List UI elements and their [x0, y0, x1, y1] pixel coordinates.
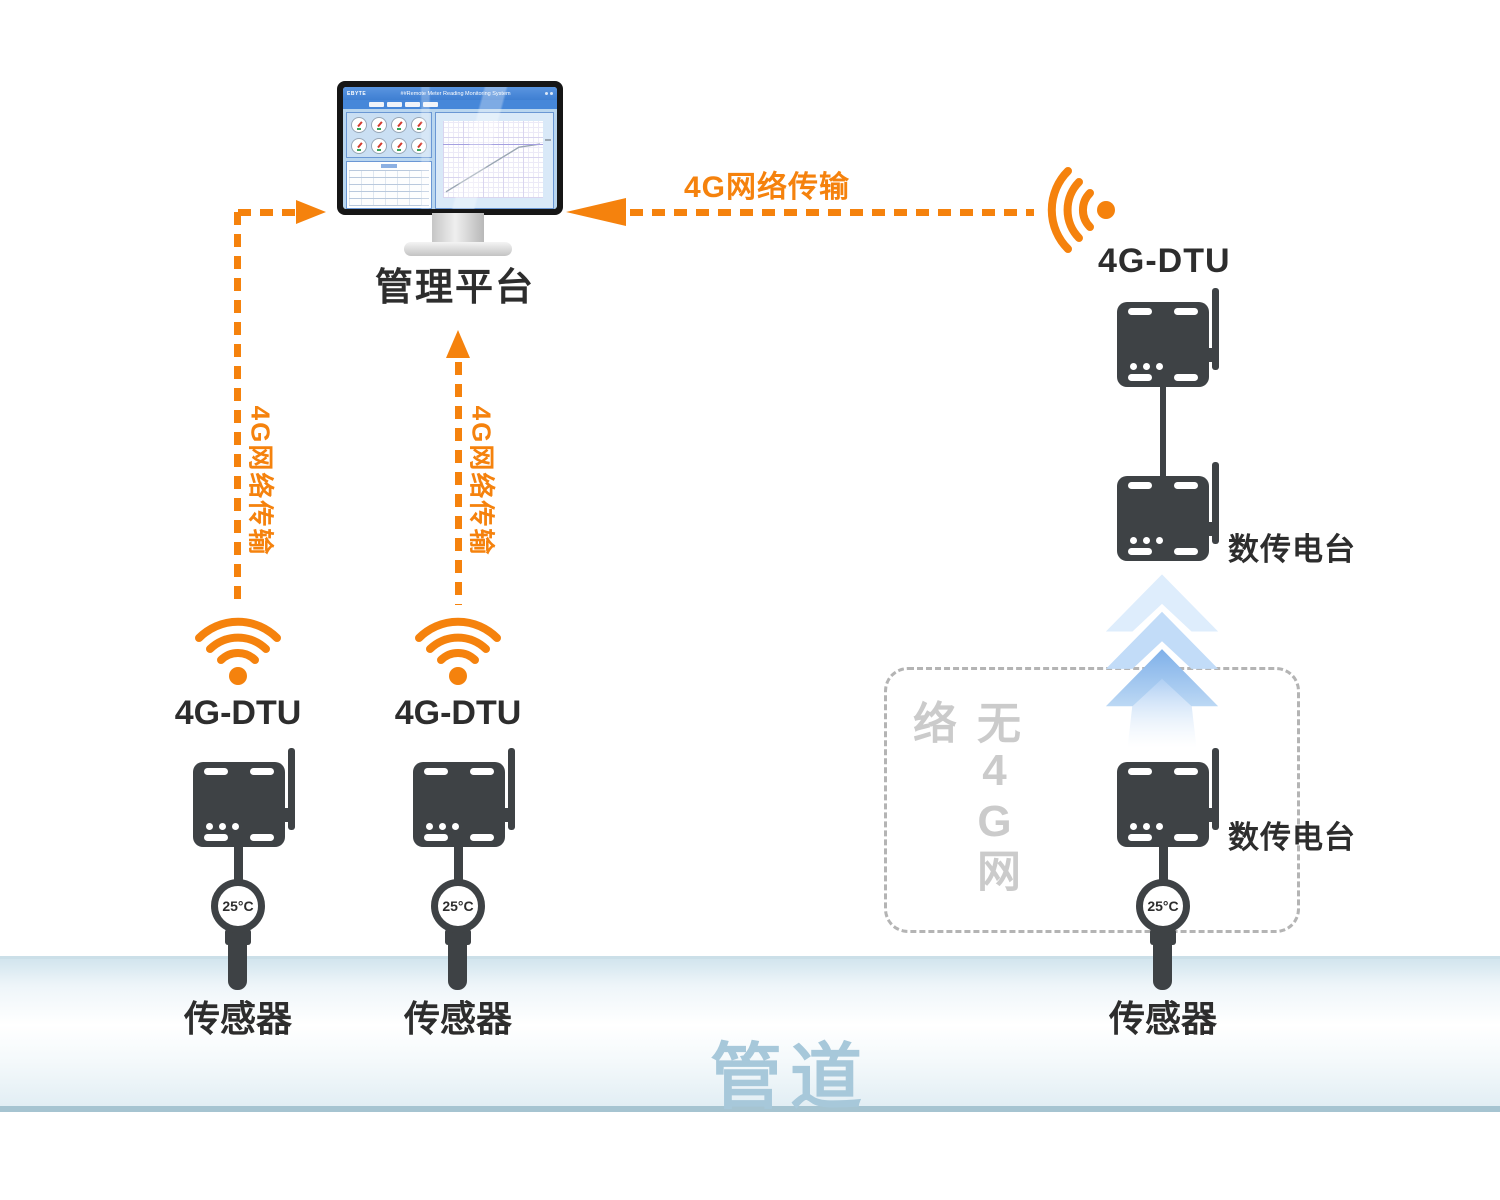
sensor-probe — [1153, 938, 1172, 990]
dashboard-header: EBYTE ##Remote Meter Reading Monitoring … — [343, 87, 557, 100]
brand-logo: EBYTE — [347, 90, 367, 97]
gauge-dial-icon — [411, 116, 427, 133]
dashboard-tab-buttons — [343, 100, 557, 109]
gauge-dial-icon — [351, 137, 367, 154]
sensor-stem — [234, 845, 243, 887]
led-dots-icon — [1130, 823, 1163, 830]
gauge-dial-icon — [391, 137, 407, 154]
wifi-signal-icon — [195, 617, 281, 685]
dashboard-title: ##Remote Meter Reading Monitoring System — [400, 90, 511, 97]
user-gear-icons — [545, 92, 553, 95]
dtu-label: 4G-DTU — [1098, 242, 1231, 280]
gauge-dial-icon — [371, 116, 387, 133]
monitor: EBYTE ##Remote Meter Reading Monitoring … — [337, 81, 563, 215]
wan-top-label: 4G网络传输 — [683, 171, 851, 204]
monitor-stand-base — [404, 242, 512, 256]
sensor-stem — [1159, 845, 1168, 887]
dashed-link-left-vertical — [234, 212, 241, 600]
arrowhead-right-icon — [296, 200, 326, 224]
antenna-icon — [503, 748, 515, 830]
gauge-dial-icon — [351, 116, 367, 133]
dtu-device — [1117, 288, 1219, 387]
sensor-label: 传感器 — [403, 998, 512, 1039]
table-grid — [349, 170, 429, 206]
table-title-bar — [381, 164, 397, 168]
gauge-dial-icon — [371, 137, 387, 154]
antenna-icon — [1207, 288, 1219, 370]
temperature-gauge: 25°C — [431, 879, 485, 933]
dtu-label: 4G-DTU — [394, 694, 522, 732]
radio-device — [1117, 748, 1219, 847]
antenna-icon — [283, 748, 295, 830]
led-dots-icon — [426, 823, 459, 830]
chart-trend-line — [443, 121, 543, 198]
temperature-gauge: 25°C — [211, 879, 265, 933]
led-dots-icon — [1130, 537, 1163, 544]
chart-plot — [443, 121, 543, 198]
sensor-stem — [454, 845, 463, 887]
platform-label: 管理平台 — [374, 267, 535, 309]
sensor-label: 传感器 — [183, 998, 292, 1039]
antenna-icon — [1207, 462, 1219, 544]
radio-label: 数传电台 — [1228, 820, 1356, 855]
antenna-icon — [1207, 748, 1219, 830]
serial-cable — [1160, 386, 1166, 478]
wifi-signal-left-icon — [1047, 167, 1115, 253]
sensor-probe — [448, 938, 467, 990]
wifi-signal-icon — [415, 617, 501, 685]
monitor-screen: EBYTE ##Remote Meter Reading Monitoring … — [343, 87, 557, 209]
arrowhead-up-icon — [446, 330, 470, 358]
chart-threshold-line — [443, 144, 543, 146]
pipeline-band — [0, 956, 1500, 1112]
no-4g-label: 无4G网络 — [906, 700, 1019, 894]
no-4g-zone — [884, 667, 1300, 933]
dtu-device — [193, 748, 295, 847]
data-table-panel — [346, 161, 432, 209]
radio-device — [1117, 462, 1219, 561]
arrowhead-left-icon — [566, 198, 626, 226]
led-dots-icon — [1130, 363, 1163, 370]
temperature-gauge: 25°C — [1136, 879, 1190, 933]
chart-panel — [435, 112, 554, 209]
dashed-link-left-horizontal — [238, 209, 296, 216]
dashed-link-mid-vertical — [455, 362, 462, 605]
sensor-probe — [228, 938, 247, 990]
uplink-arrow-icon — [1105, 574, 1219, 748]
dtu-label: 4G-DTU — [174, 694, 302, 732]
gauge-dial-icon — [411, 137, 427, 154]
gauge-panel — [346, 112, 432, 158]
dashed-link-top — [630, 209, 1034, 216]
chart-legend — [545, 139, 551, 141]
dtu-device — [413, 748, 515, 847]
wan-left-label: 4G网络传输 — [245, 405, 276, 557]
radio-label: 数传电台 — [1228, 532, 1356, 567]
dashboard-body — [346, 112, 554, 209]
pipeline-label: 管道 — [709, 1038, 870, 1118]
sensor-label: 传感器 — [1108, 998, 1217, 1039]
wan-mid-label: 4G网络传输 — [466, 405, 497, 557]
monitor-stand-neck — [432, 213, 484, 244]
gauge-dial-icon — [391, 116, 407, 133]
led-dots-icon — [206, 823, 239, 830]
